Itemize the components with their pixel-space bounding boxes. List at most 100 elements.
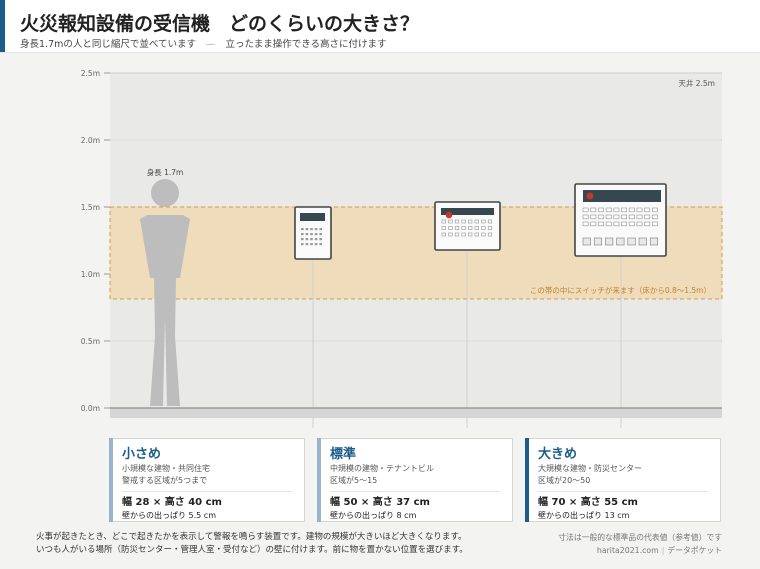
y-tick-label: 2.0m [81, 136, 100, 145]
person-body [140, 215, 190, 406]
source-brand: データポケット [667, 546, 722, 555]
header: 火災報知設備の受信機 どのくらいの大きさ？ 身長1.7mの人と同じ縮尺で並べてい… [0, 0, 760, 53]
panel-key [651, 221, 658, 227]
panel-key [481, 232, 486, 237]
card-dimensions: 幅 50 × 高さ 37 cm [330, 497, 430, 508]
panel-key [598, 214, 604, 220]
card-small: 小さめ 小規模な建物・共同住宅 警戒する区域が5つまで 幅 28 × 高さ 40… [109, 438, 305, 522]
y-tick-label: 0.0m [81, 404, 100, 413]
footer-source: harita2021.com|データポケット [558, 544, 722, 557]
panel-key [305, 238, 309, 241]
card-large: 大きめ 大規模な建物・防災センター 区域が20〜50 幅 70 × 高さ 55 … [525, 438, 721, 522]
card-title: 小さめ [122, 447, 162, 462]
card-dimensions: 幅 28 × 高さ 40 cm [122, 497, 222, 508]
panel-key [636, 207, 643, 213]
panel-button [627, 237, 636, 246]
panel-standard [434, 201, 501, 251]
page-subtitle: 身長1.7mの人と同じ縮尺で並べています—立ったまま操作できる高さに付けます [20, 36, 387, 50]
panel-key [301, 238, 304, 241]
y-tick-label: 2.5m [81, 69, 100, 78]
person-head [151, 179, 179, 207]
footer-explanation: 火事が起きたとき、どこで起きたかを表示して警報を鳴らす装置です。建物の規模が大き… [36, 531, 468, 557]
card-zone-count: 区域が20〜50 [538, 476, 591, 485]
panel-large-display [583, 190, 661, 202]
panel-button [605, 237, 614, 246]
panel-key [590, 207, 597, 213]
panel-key [461, 232, 466, 237]
panel-key [651, 214, 658, 220]
panel-key [448, 226, 453, 230]
panel-key [461, 226, 466, 230]
panel-key [468, 232, 473, 237]
panel-key [310, 238, 313, 241]
panel-key [448, 232, 453, 237]
panel-key [454, 226, 460, 230]
card-divider [330, 491, 500, 492]
panel-key [474, 226, 479, 230]
panel-button [638, 237, 647, 246]
panel-key [644, 221, 651, 227]
panel-large-keys [582, 207, 658, 227]
panel-key [310, 243, 313, 246]
panel-key [310, 228, 313, 231]
source-site: harita2021.com [596, 546, 659, 555]
card-divider [538, 491, 708, 492]
footer-reference-note: 寸法は一般的な標準品の代表値（参考値）です [558, 533, 722, 542]
panel-key [319, 238, 322, 241]
panel-key [301, 243, 304, 246]
panel-key [310, 233, 313, 236]
panel-key [454, 232, 460, 237]
panel-key [481, 226, 486, 230]
panel-standard-alarm-lamp [445, 211, 453, 219]
card-title: 標準 [330, 447, 357, 462]
panel-key [582, 221, 589, 227]
panel-key [582, 207, 589, 213]
panel-key [305, 233, 309, 236]
panel-key [461, 219, 466, 224]
panel-key [598, 207, 604, 213]
footer-line-1: 火事が起きたとき、どこで起きたかを表示して警報を鳴らす装置です。建物の規模が大き… [36, 532, 467, 542]
panel-key [314, 228, 318, 231]
card-depth: 壁からの出っぱり 8 cm [330, 511, 417, 520]
panel-button [582, 237, 591, 246]
source-separator: | [661, 546, 665, 555]
card-zone-count: 警戒する区域が5つまで [122, 476, 208, 485]
panel-key [605, 221, 612, 227]
size-comparison-diagram: 天井 2.5m 0.0m0.5m1.0m1.5m2.0m2.5m この帯の中にス… [81, 69, 723, 428]
panel-key [628, 214, 635, 220]
panel-key [468, 226, 473, 230]
panel-key [454, 219, 460, 224]
panel-key [628, 207, 635, 213]
panel-key [613, 214, 620, 220]
y-tick-label: 1.5m [81, 203, 100, 212]
card-depth: 壁からの出っぱり 13 cm [538, 511, 630, 520]
page-title: 火災報知設備の受信機 どのくらいの大きさ？ [20, 13, 420, 35]
panel-key [590, 221, 597, 227]
panel-key [474, 219, 479, 224]
ceiling-label: 天井 2.5m [678, 78, 715, 88]
card-zone-count: 区域が5〜15 [330, 476, 378, 485]
panel-key [487, 232, 493, 237]
panel-key [605, 214, 612, 220]
card-dimensions: 幅 70 × 高さ 55 cm [538, 497, 638, 508]
card-description: 大規模な建物・防災センター [538, 464, 642, 473]
panel-key [314, 238, 318, 241]
panel-key [582, 214, 589, 220]
panel-key [468, 219, 473, 224]
panel-large-buttons [582, 237, 659, 246]
y-tick-label: 1.0m [81, 270, 100, 279]
panel-key [613, 221, 620, 227]
panel-small-display [300, 213, 325, 221]
panel-key [628, 221, 635, 227]
panel-key [487, 219, 493, 224]
panel-key [305, 243, 309, 246]
panel-key [487, 226, 493, 230]
panel-key [441, 219, 446, 224]
panel-key [301, 233, 304, 236]
panel-mount-lines [312, 250, 622, 428]
panel-key [481, 219, 486, 224]
panel-key [301, 228, 304, 231]
panel-key [621, 207, 627, 213]
panel-key [441, 226, 446, 230]
floor [110, 408, 722, 418]
